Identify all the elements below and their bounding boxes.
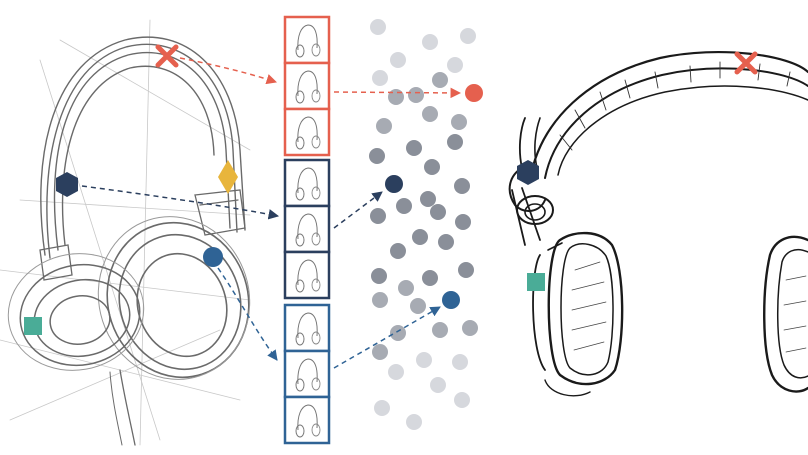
red-embedding-point	[465, 84, 483, 102]
embedding-dot	[447, 134, 463, 150]
embedding-dot	[452, 354, 468, 370]
embedding-dot	[447, 57, 463, 73]
teal-square-marker-right	[527, 273, 545, 291]
headphones-thumbnail-icon	[283, 250, 331, 300]
embedding-dot	[424, 159, 440, 175]
embedding-dot	[462, 320, 478, 336]
navy-hexagon-marker	[56, 172, 78, 197]
navy-group	[283, 158, 331, 300]
embedding-dot	[406, 140, 422, 156]
red-arrow-to-point	[333, 87, 462, 99]
embedding-dot	[458, 262, 474, 278]
blue-group	[283, 303, 331, 445]
embedding-dot	[390, 52, 406, 68]
blue-arrow-to-group	[217, 267, 278, 361]
headphones-thumbnail-icon	[283, 61, 331, 111]
embedding-dot	[410, 298, 426, 314]
embedding-dot	[451, 114, 467, 130]
navy-arrow-to-group	[81, 185, 280, 220]
embedding-dot	[398, 280, 414, 296]
embedding-dot	[376, 118, 392, 134]
embedding-dot	[422, 34, 438, 50]
embedding-dot	[430, 377, 446, 393]
embedding-dot	[416, 352, 432, 368]
headphones-ink-drawing-icon	[508, 50, 808, 397]
headphones-thumbnail-icon	[283, 303, 331, 353]
headphones-thumbnail-icon	[283, 349, 331, 399]
embedding-dot	[372, 292, 388, 308]
headphones-thumbnail-icon	[283, 107, 331, 157]
embedding-dot	[432, 72, 448, 88]
embedding-dot-cloud	[369, 19, 478, 430]
embedding-dot	[374, 400, 390, 416]
embedding-dot	[460, 28, 476, 44]
blue-embedding-point	[442, 291, 460, 309]
embedding-dot	[388, 89, 404, 105]
embedding-dot	[390, 243, 406, 259]
gold-diamond-marker	[218, 160, 238, 194]
embedding-dot	[454, 392, 470, 408]
embedding-dot	[455, 214, 471, 230]
embedding-dot	[406, 414, 422, 430]
navy-embedding-point	[385, 175, 403, 193]
embedding-dot	[422, 270, 438, 286]
navy-hexagon-marker-right	[517, 160, 539, 185]
embedding-dot	[370, 19, 386, 35]
embedding-dot	[438, 234, 454, 250]
red-cross-marker	[155, 44, 179, 68]
embedding-dot	[422, 106, 438, 122]
headphones-thumbnail-icon	[283, 204, 331, 254]
embedding-dot	[420, 191, 436, 207]
embedding-dot	[371, 268, 387, 284]
headphones-sketch-icon	[0, 19, 251, 446]
embedding-dot	[369, 148, 385, 164]
embedding-dot	[412, 229, 428, 245]
teal-square-marker	[24, 317, 42, 335]
headphones-thumbnail-icon	[283, 158, 331, 208]
red-arrow-to-group	[179, 57, 277, 85]
embedding-dot	[430, 204, 446, 220]
red-group	[283, 15, 331, 157]
navy-arrow-to-point	[333, 191, 383, 229]
red-cross-marker-right	[734, 51, 758, 75]
embedding-dot	[372, 70, 388, 86]
embedding-dot	[396, 198, 412, 214]
headphones-thumbnail-icon	[283, 395, 331, 445]
embedding-dot	[372, 344, 388, 360]
blue-circle-marker	[203, 247, 223, 267]
headphones-thumbnail-icon	[283, 15, 331, 65]
embedding-dot	[388, 364, 404, 380]
embedding-dot	[432, 322, 448, 338]
blue-arrow-to-point	[333, 306, 441, 369]
embedding-dot	[370, 208, 386, 224]
embedding-dot	[408, 87, 424, 103]
embedding-dot	[390, 325, 406, 341]
embedding-dot	[454, 178, 470, 194]
